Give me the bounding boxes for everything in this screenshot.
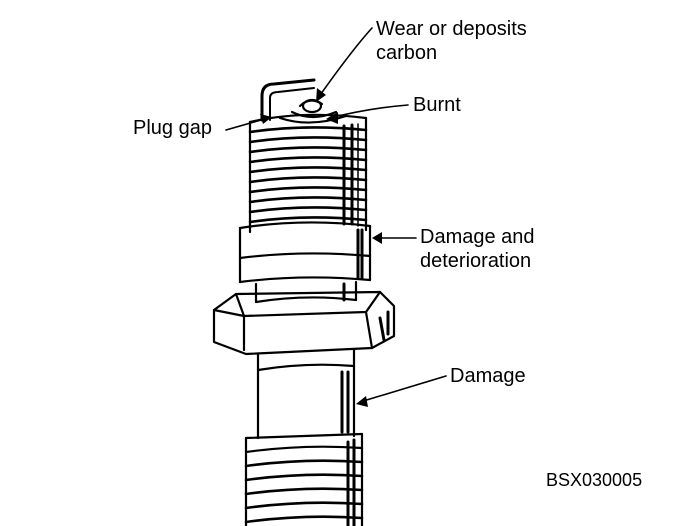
arrowhead-damage-deterioration bbox=[372, 232, 382, 244]
label-damage-det-line1: Damage and bbox=[420, 226, 535, 248]
leader-arrowheads bbox=[260, 88, 382, 407]
figure-code: BSX030005 bbox=[546, 470, 643, 490]
leader-plug-gap bbox=[225, 117, 269, 131]
arrowhead-wear bbox=[316, 88, 326, 102]
label-plug-gap: Plug gap bbox=[133, 117, 212, 139]
label-wear-line2: carbon bbox=[376, 42, 438, 64]
leader-damage bbox=[359, 375, 447, 403]
arrowhead-damage bbox=[356, 396, 368, 407]
leader-wear bbox=[317, 27, 373, 99]
lower-body bbox=[244, 348, 364, 526]
collar-section bbox=[238, 221, 372, 284]
hex-nut bbox=[212, 290, 396, 356]
leader-lines bbox=[225, 27, 447, 403]
arrowhead-plug-gap bbox=[260, 114, 272, 124]
label-damage: Damage bbox=[450, 365, 526, 387]
label-damage-deterioration: Damage and deterioration bbox=[420, 225, 535, 273]
electrode-tip bbox=[260, 78, 348, 124]
spark-plug-drawing bbox=[212, 78, 396, 526]
label-wear-line1: Wear or deposits bbox=[376, 18, 527, 40]
label-burnt: Burnt bbox=[413, 94, 461, 116]
label-damage-det-line2: deterioration bbox=[420, 250, 532, 272]
arrowhead-burnt bbox=[326, 112, 338, 124]
thread-section bbox=[248, 113, 368, 234]
label-wear-deposits: Wear or deposits carbon bbox=[376, 17, 527, 65]
